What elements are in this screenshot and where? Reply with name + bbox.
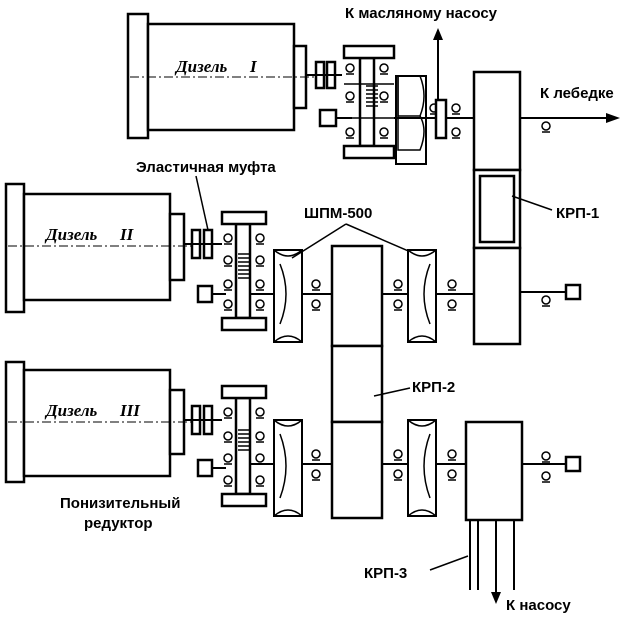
krp-1-gearbox	[472, 70, 620, 346]
diesel-1: Дизель I	[126, 12, 318, 140]
krp-3-gearbox	[382, 419, 582, 604]
diesel-2-label: Дизель	[44, 225, 98, 244]
diesel-2-transmission	[184, 210, 332, 343]
reducer-label-line1: Понизительный	[60, 495, 180, 512]
reducer-label-line2: редуктор	[84, 515, 153, 532]
diesel-1-label: Дизель	[174, 57, 228, 76]
krp-2-label: КРП-2	[412, 379, 455, 396]
oil-pump-label: К масляному насосу	[345, 5, 498, 22]
krp-3-label: КРП-3	[364, 565, 407, 582]
winch-label: К лебедке	[540, 85, 614, 102]
diesel-3: Дизель III	[4, 360, 196, 484]
shpm-label: ШПМ-500	[304, 205, 372, 222]
diesel-1-number: I	[249, 57, 258, 76]
krp-2-gearbox	[330, 244, 474, 520]
diesel-2: Дизель II	[4, 182, 196, 314]
diesel-3-transmission	[184, 384, 332, 517]
diesel-3-label: Дизель	[44, 401, 98, 420]
diesel-1-transmission	[306, 28, 474, 165]
to-pump-label: К насосу	[506, 597, 571, 614]
krp-1-label: КРП-1	[556, 205, 599, 222]
diesel-3-number: III	[119, 401, 141, 420]
elastic-coupling-label: Эластичная муфта	[136, 159, 276, 176]
diesel-2-number: II	[119, 225, 135, 244]
